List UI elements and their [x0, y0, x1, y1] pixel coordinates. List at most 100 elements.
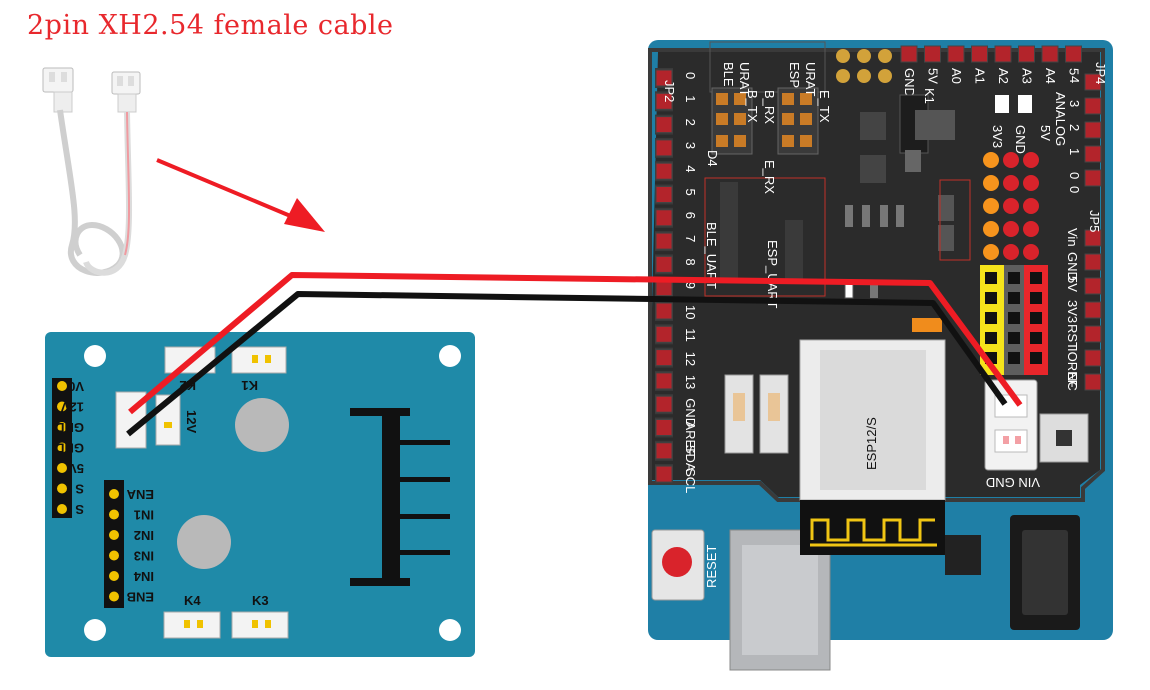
drv-right-3: IN3 [134, 549, 154, 564]
vin-gnd-connector [984, 379, 1038, 471]
pin-hole [985, 312, 997, 324]
power-12v-label: 12V [184, 410, 199, 433]
label-pin-4: 4 [683, 165, 698, 172]
drv-left-4: 5V [68, 461, 84, 476]
cable-caption: 2pin XH2.54 female cable [27, 10, 394, 41]
pin-red [1003, 244, 1019, 260]
label-pwrsel-1: GND [1013, 125, 1028, 154]
pin-top [971, 45, 988, 63]
pin-hole [1030, 292, 1042, 304]
pin-digital [655, 209, 673, 227]
pin-digital [655, 349, 673, 367]
pin-analog [1084, 73, 1102, 91]
label-power-gnd: GND [1065, 252, 1080, 281]
pin-power [1084, 325, 1102, 343]
pin-icon [109, 550, 119, 561]
label-top-5: A3 [1020, 68, 1035, 84]
xh254-cable-image [42, 67, 141, 276]
pin-red [1003, 198, 1019, 214]
esp-urat-sub: URAT [803, 62, 818, 96]
pin-top [947, 45, 965, 63]
pin-icon [57, 422, 67, 432]
label-pin-gnd: GND [683, 398, 698, 427]
pin-digital [655, 92, 673, 110]
ble-urat-sub: URAT [737, 62, 752, 96]
pin-hole [1030, 332, 1042, 344]
pin-digital [655, 302, 673, 320]
pin-digital [655, 419, 673, 436]
pin-power [1084, 277, 1102, 295]
pin-icon [57, 463, 67, 473]
jp2-label: JP2 [662, 80, 677, 102]
pin-power [1084, 373, 1102, 391]
drv-left-5: S [75, 482, 84, 497]
pin-icon [109, 591, 119, 602]
pin-icon [109, 509, 119, 520]
b-rx-label: B_RX [762, 90, 777, 124]
pin-hole [1008, 332, 1020, 344]
ble-urat-label: BLE [721, 62, 736, 87]
pin-orange [983, 198, 999, 214]
pad-icon [878, 49, 892, 63]
pin-hole [1030, 272, 1042, 284]
label-analog-1: 1 [1067, 148, 1082, 155]
pin-orange [983, 175, 999, 191]
drv-left-6: S [75, 502, 84, 517]
pin-icon [109, 571, 119, 581]
label-power-ioref: IOREF [1065, 348, 1080, 388]
pin-icon [57, 442, 67, 453]
pin-top [900, 45, 918, 63]
pin-top [994, 45, 1012, 63]
reset-label: RESET [704, 545, 719, 588]
pin-icon [57, 381, 67, 391]
pin-hole [1030, 352, 1042, 364]
esp-uart-label: ESP_UART [765, 240, 780, 308]
pin-top [1041, 45, 1059, 63]
analog-label: ANALOG [1053, 92, 1068, 146]
shield-components [844, 94, 1089, 463]
drv-right-0: ENA [126, 487, 154, 502]
pin-red [1023, 152, 1039, 168]
arrow-icon [156, 158, 325, 232]
pin-digital [655, 395, 673, 413]
pin-red [1023, 175, 1039, 191]
label-pin-5: 5 [683, 189, 698, 196]
label-top-0: GND [902, 68, 917, 97]
pin-hole [1008, 272, 1020, 284]
pin-digital [655, 442, 673, 460]
pin-power [1084, 301, 1102, 319]
label-pin-1: 1 [683, 95, 698, 102]
vin-gnd-label: VIN GND [986, 475, 1040, 490]
pin-orange [983, 244, 999, 260]
label-top-7: 5 [1067, 68, 1082, 75]
pin-icon [57, 401, 67, 412]
label-pin-aref: AREF [683, 422, 698, 457]
label-power-3v3: 3V3 [1065, 300, 1080, 323]
drv-left-2: GND [55, 420, 84, 435]
cable-wires [126, 272, 1023, 437]
pin-top [1065, 45, 1082, 63]
pin-digital [655, 325, 673, 343]
label-power-nc: NC [1065, 372, 1080, 391]
label-pin-sda: SDA [683, 445, 698, 472]
pin-hole [1008, 312, 1020, 324]
pin-hole [985, 332, 997, 344]
label-pin-2: 2 [683, 119, 698, 126]
label-power-vin: Vin [1065, 228, 1080, 247]
drv-right-5: ENB [127, 590, 154, 605]
pin-power [1084, 349, 1102, 367]
pad-icon [878, 69, 892, 83]
esp12s-module [799, 339, 946, 555]
ble-uart-label: BLE_UART [704, 222, 719, 289]
pin-hole [1030, 312, 1042, 324]
pin-icon [109, 489, 119, 499]
pad-icon [857, 69, 871, 83]
esp12s-label: ESP12/S [864, 417, 879, 470]
k1-relay-label: K1 [241, 378, 258, 393]
